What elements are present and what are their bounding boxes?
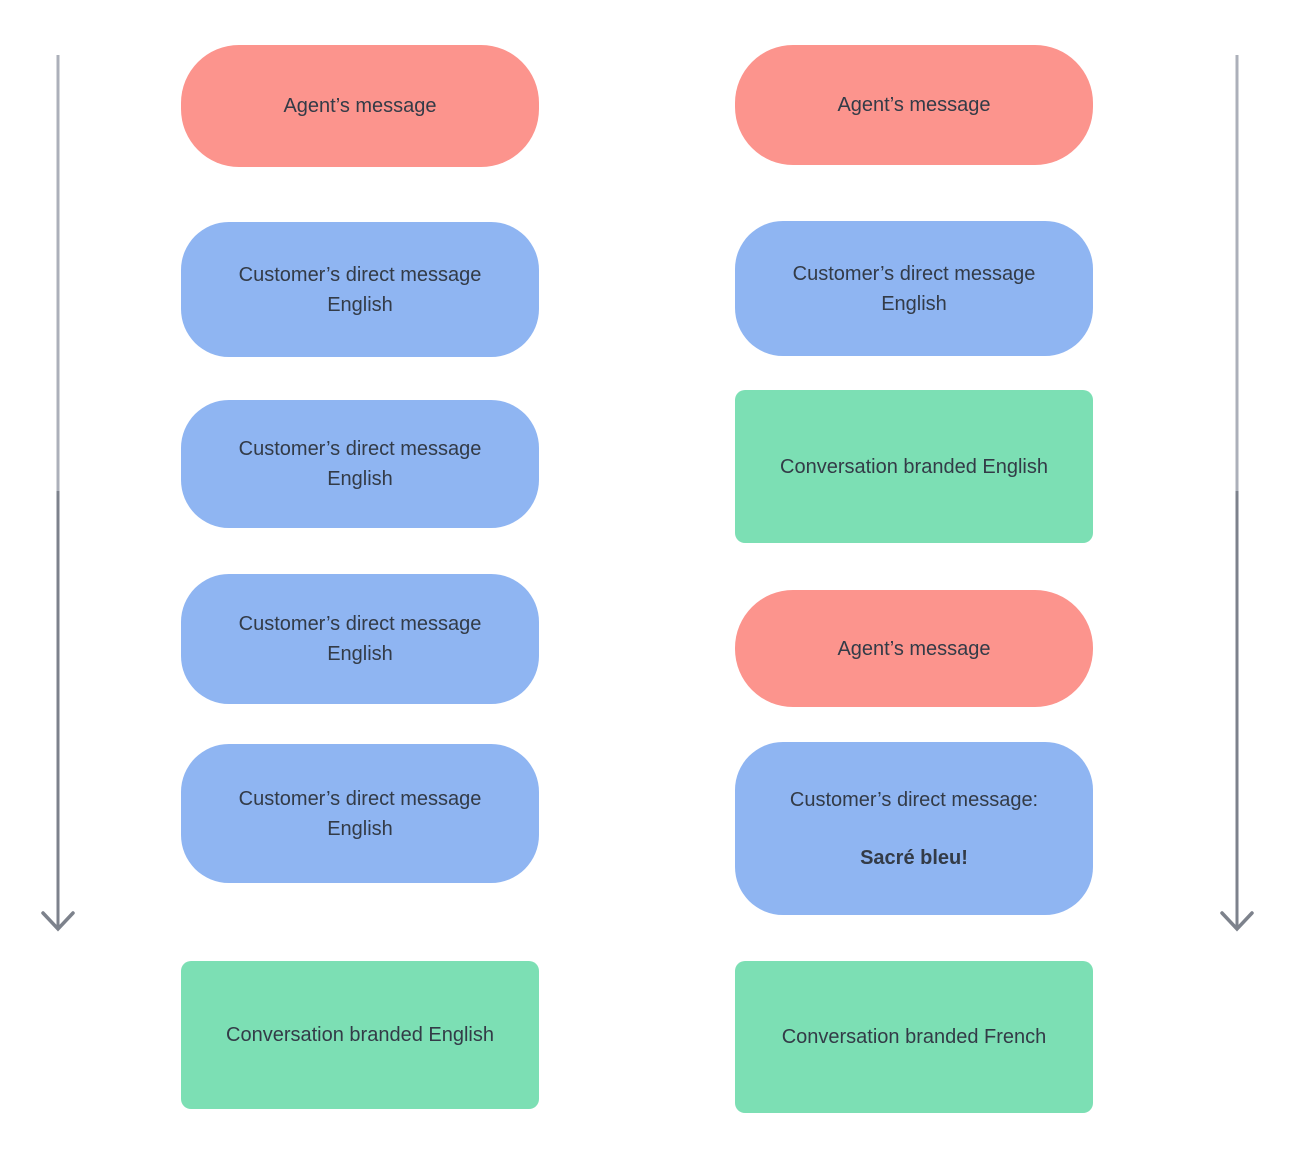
- bubble-line: English: [881, 292, 947, 315]
- branded-conversation-box: Conversation branded English: [181, 961, 539, 1109]
- down-arrow-left: [41, 55, 75, 932]
- arrow-head-icon: [1220, 911, 1254, 932]
- down-arrow-right: [1220, 55, 1254, 932]
- bubble-line: Customer’s direct message: [238, 263, 482, 286]
- bubble-line: Customer’s direct message: [238, 787, 482, 810]
- agent-message-bubble: Agent’s message: [181, 45, 539, 167]
- bubble-line: Conversation branded English: [226, 1024, 494, 1046]
- bubble-line: Conversation branded French: [781, 1026, 1047, 1048]
- bubble-line: Customer’s direct message:: [789, 788, 1039, 811]
- arrow-head-icon: [41, 911, 75, 932]
- branded-conversation-box: Conversation branded English: [735, 390, 1093, 543]
- bubble-line-bold: Sacré bleu!: [860, 846, 968, 869]
- bubble-line: Agent’s message: [837, 94, 991, 116]
- bubble-line: English: [327, 468, 393, 490]
- agent-message-bubble: Agent’s message: [735, 45, 1093, 165]
- bubble-line: Customer’s direct message: [792, 262, 1036, 285]
- bubble-line: English: [327, 643, 393, 665]
- branded-conversation-box: Conversation branded French: [735, 961, 1093, 1113]
- bubble-line: Customer’s direct message: [238, 438, 482, 460]
- customer-message-bubble: Customer’s direct message: Sacré bleu!: [735, 742, 1093, 915]
- bubble-line: Agent’s message: [283, 95, 437, 117]
- bubble-line: Agent’s message: [837, 637, 991, 660]
- agent-message-bubble: Agent’s message: [735, 590, 1093, 707]
- bubble-line: English: [327, 293, 393, 316]
- bubble-line: English: [327, 817, 393, 840]
- bubble-line: Customer’s direct message: [238, 613, 482, 635]
- bubble-line: Conversation branded English: [780, 455, 1048, 478]
